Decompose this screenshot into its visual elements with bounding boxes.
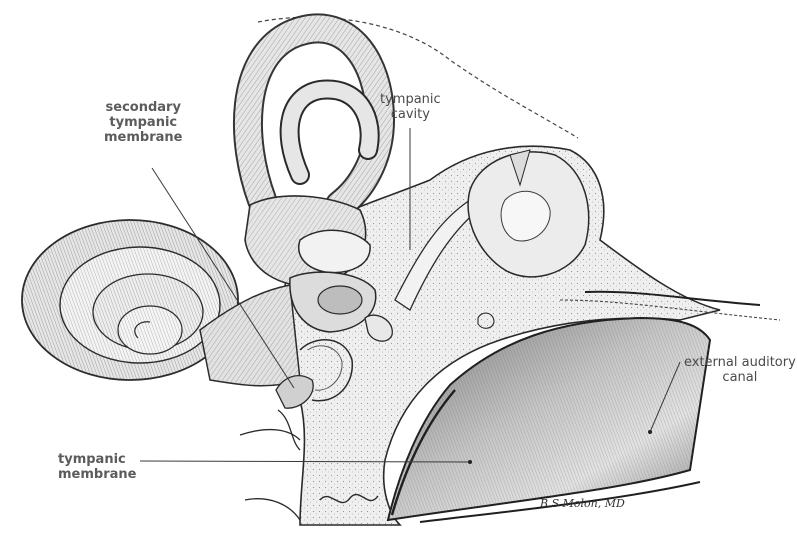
label-tympanic-membrane: tympanic membrane bbox=[58, 452, 136, 482]
label-secondary-tympanic-membrane: secondary tympanic membrane bbox=[104, 100, 182, 145]
artist-signature: B S Molon, MD bbox=[540, 497, 625, 510]
label-external-auditory-canal: external auditory canal bbox=[684, 355, 796, 385]
label-tympanic-cavity: tympanic cavity bbox=[380, 92, 441, 122]
